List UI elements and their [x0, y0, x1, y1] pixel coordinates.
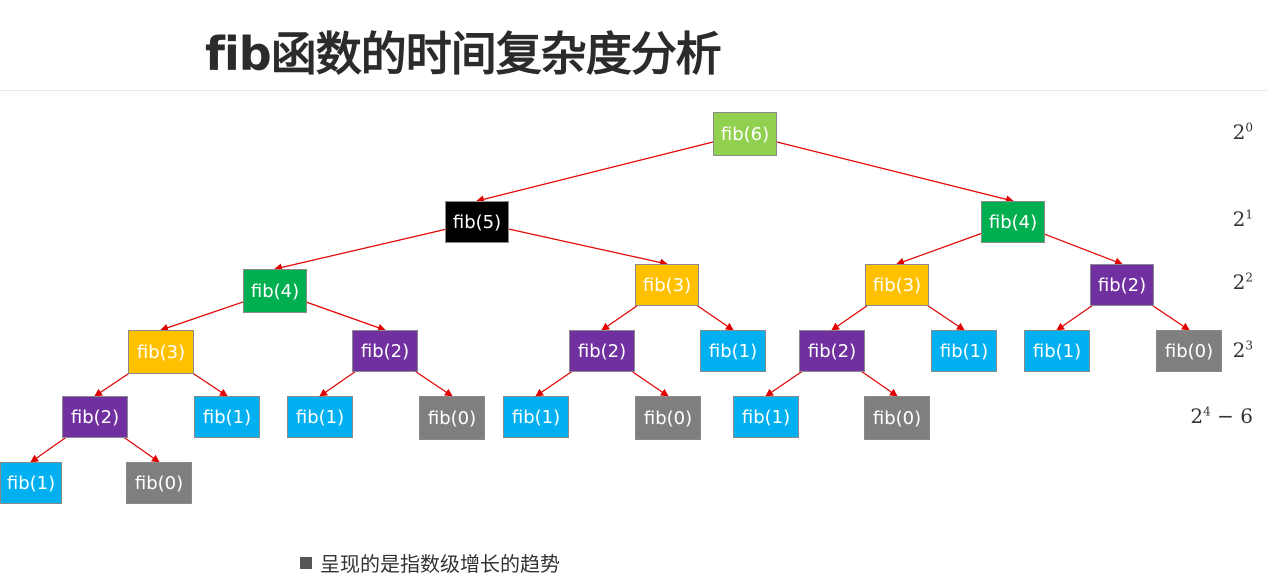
edge-n6-n4r	[744, 133, 1014, 204]
tree-node-fib-3: fib(3)	[635, 264, 699, 306]
level-base: 2	[1232, 207, 1246, 231]
tree-node-fib-1: fib(1)	[733, 396, 799, 438]
tree-node-fib-1: fib(1)	[287, 396, 353, 438]
level-count-3: 23	[1233, 338, 1253, 362]
level-exponent: 1	[1245, 207, 1253, 222]
level-exponent: 4	[1203, 404, 1211, 419]
level-base: 2	[1232, 338, 1246, 362]
edge-n5-n4l	[274, 221, 478, 272]
level-count-0: 20	[1233, 120, 1253, 144]
title-divider	[0, 90, 1267, 91]
tree-node-fib-1: fib(1)	[194, 396, 260, 438]
level-base: 2	[1232, 120, 1246, 144]
edge-n6-n5	[476, 133, 746, 204]
level-count-1: 21	[1233, 207, 1253, 231]
level-exponent: 2	[1245, 270, 1253, 285]
level-base: 2	[1190, 404, 1204, 428]
tree-node-fib-0: fib(0)	[635, 396, 701, 440]
level-count-2: 22	[1233, 270, 1253, 294]
tree-node-fib-1: fib(1)	[503, 396, 569, 438]
tree-node-fib-3: fib(3)	[865, 264, 929, 306]
tree-node-fib-1: fib(1)	[931, 330, 997, 372]
tree-node-fib-0: fib(0)	[1156, 330, 1222, 372]
tree-node-fib-0: fib(0)	[419, 396, 485, 440]
tree-node-fib-2: fib(2)	[1090, 264, 1154, 306]
tree-node-fib-2: fib(2)	[799, 330, 865, 372]
tree-node-fib-0: fib(0)	[864, 396, 930, 440]
tree-node-fib-2: fib(2)	[352, 330, 418, 372]
tree-node-fib-1: fib(1)	[1024, 330, 1090, 372]
tree-node-fib-2: fib(2)	[569, 330, 635, 372]
tree-node-fib-1: fib(1)	[0, 462, 62, 504]
tree-node-fib-0: fib(0)	[126, 462, 192, 504]
tree-node-fib-3: fib(3)	[128, 330, 194, 374]
tree-node-fib-4: fib(4)	[981, 201, 1045, 243]
level-count-4: 24 − 6	[1190, 404, 1253, 428]
level-base: 2	[1232, 270, 1246, 294]
tree-node-fib-4: fib(4)	[243, 269, 307, 313]
level-suffix: − 6	[1210, 404, 1253, 428]
level-exponent: 0	[1245, 120, 1253, 135]
summary-bullet: 呈现的是指数级增长的趋势	[300, 548, 560, 577]
level-exponent: 3	[1245, 338, 1253, 353]
tree-node-fib-2: fib(2)	[62, 396, 128, 438]
tree-node-fib-6: fib(6)	[713, 112, 777, 156]
tree-node-fib-1: fib(1)	[700, 330, 766, 372]
square-bullet-icon	[300, 556, 312, 569]
tree-node-fib-5: fib(5)	[445, 201, 509, 243]
page-title: fib函数的时间复杂度分析	[205, 27, 722, 81]
summary-text: 呈现的是指数级增长的趋势	[320, 552, 560, 576]
